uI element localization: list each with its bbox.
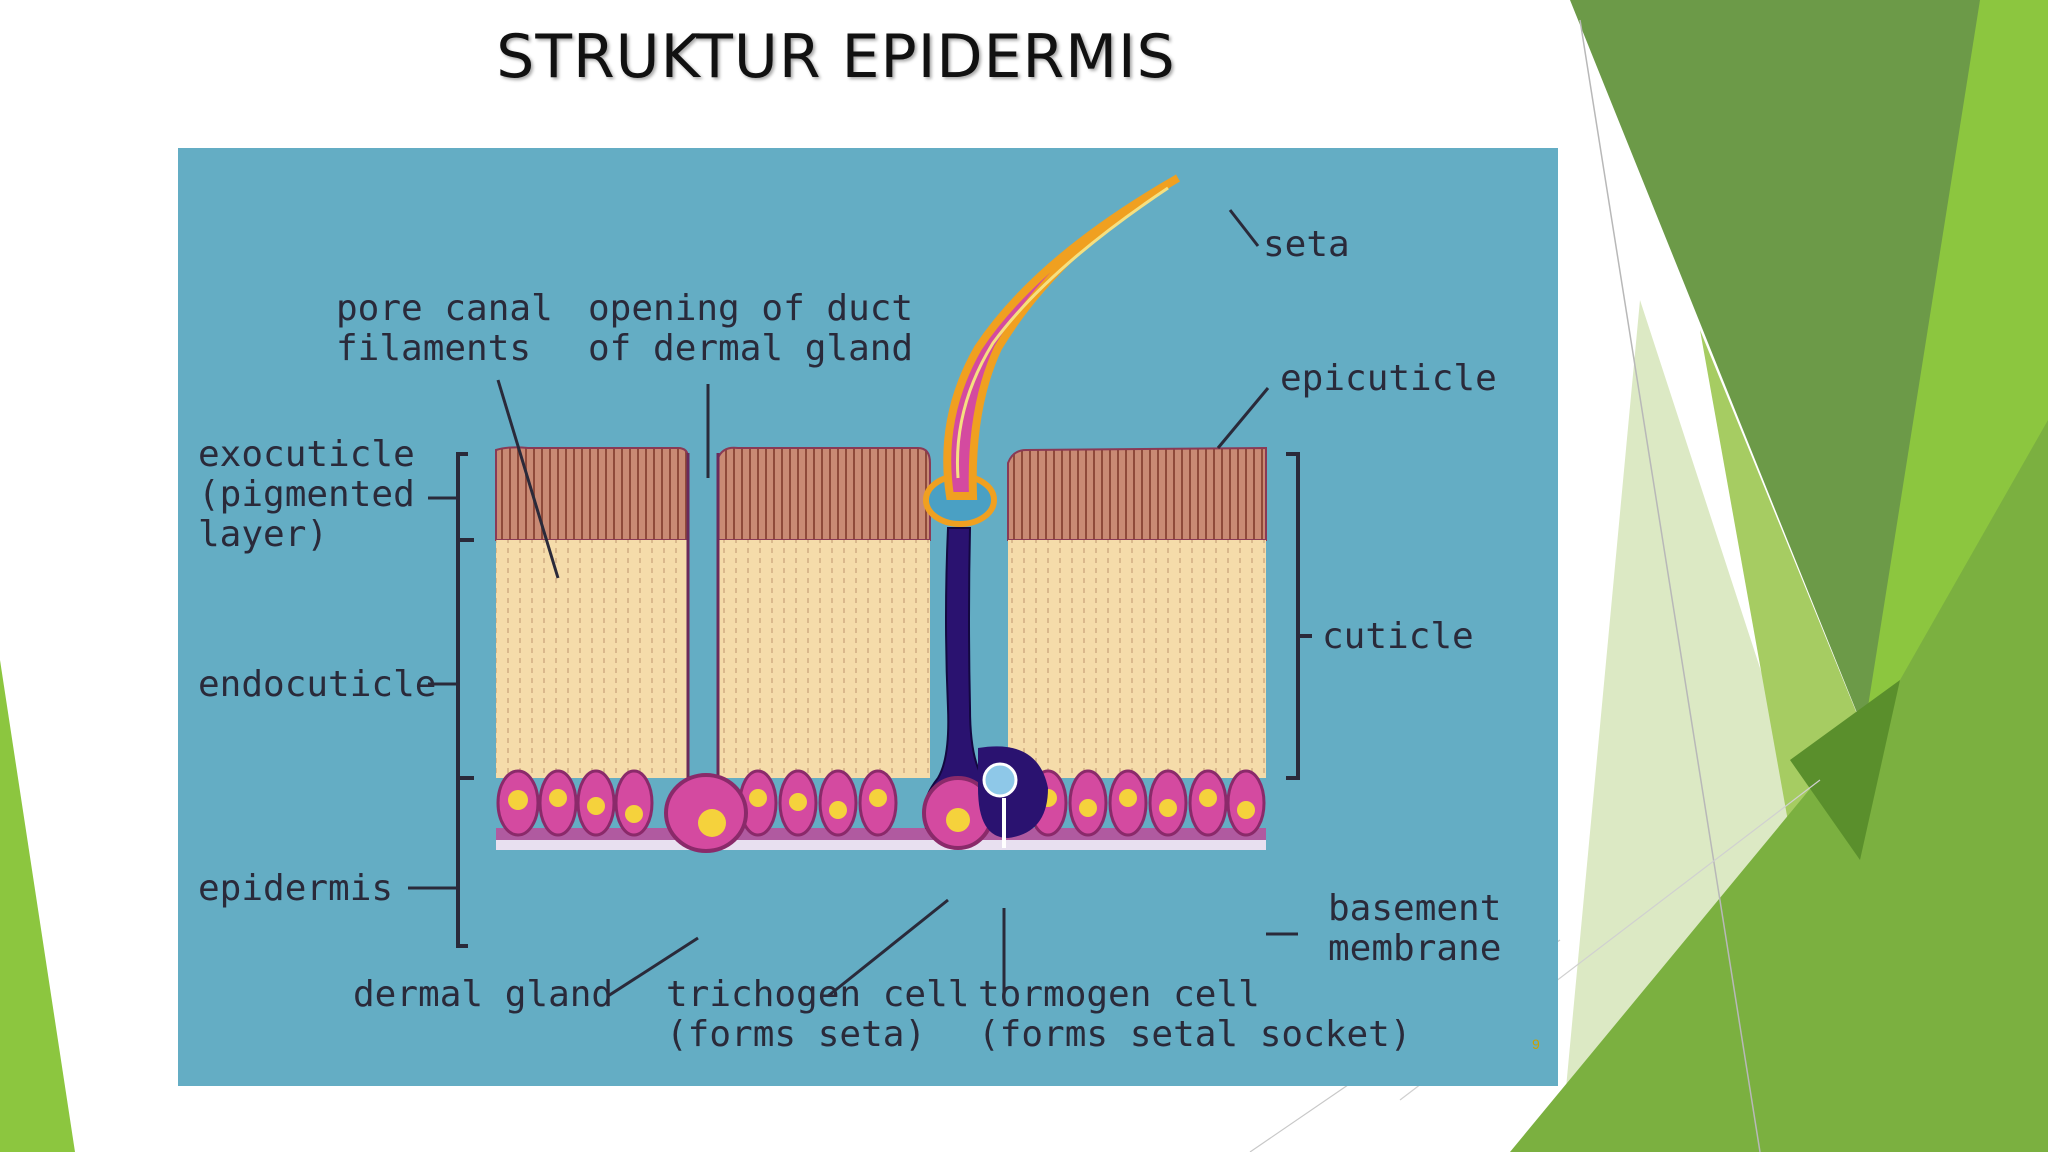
label-basement-1: basement [1328, 888, 1501, 929]
endocuticle-layer [496, 540, 688, 778]
exocuticle-layer-right [1007, 446, 1267, 541]
label-exocuticle-1: exocuticle [198, 434, 415, 475]
diagram-illustration: seta pore canal filaments opening of duc… [198, 174, 1501, 1055]
epidermal-cells [496, 769, 1266, 837]
label-pore-canal-1: pore canal [336, 288, 553, 329]
label-exocuticle-2: (pigmented [198, 474, 415, 515]
label-trichogen-2: (forms seta) [666, 1014, 926, 1055]
label-epicuticle: epicuticle [1280, 358, 1497, 399]
label-opening-2: of dermal gland [588, 328, 913, 369]
dermal-gland-nucleus [698, 809, 726, 837]
cuticle-bracket [1286, 452, 1312, 780]
label-tormogen-2: (forms setal socket) [978, 1014, 1411, 1055]
label-trichogen-1: trichogen cell [666, 974, 969, 1015]
endocuticle-layer-mid [718, 540, 930, 778]
green-left-shard [0, 660, 75, 1152]
slide-number: 9 [1532, 1036, 1540, 1052]
label-exocuticle-3: layer) [198, 514, 328, 555]
label-pore-canal-2: filaments [336, 328, 531, 369]
label-epidermis: epidermis [198, 868, 393, 909]
label-opening-1: opening of duct [588, 288, 913, 329]
label-basement-2: membrane [1328, 928, 1501, 969]
green-dark-shard [1510, 420, 2048, 1152]
green-deep-shard [1790, 680, 1900, 860]
epidermis-diagram: seta pore canal filaments opening of duc… [178, 148, 1558, 1086]
slide-title: STRUKTUR EPIDERMIS [496, 22, 1176, 92]
exocuticle-layer [495, 446, 689, 541]
basement-membrane [496, 840, 1266, 850]
dermal-duct-lumen [690, 453, 716, 793]
exocuticle-layer-mid [717, 446, 931, 541]
label-seta: seta [1263, 224, 1350, 265]
tormogen-nucleus [982, 762, 1018, 798]
label-cuticle: cuticle [1322, 616, 1474, 657]
endocuticle-layer-right [1008, 540, 1266, 778]
label-tormogen-1: tormogen cell [978, 974, 1260, 1015]
leader-lines [408, 209, 1298, 1000]
label-dermal-gland: dermal gland [353, 974, 613, 1015]
left-bracket [456, 452, 474, 948]
seta [943, 174, 1181, 500]
label-endocuticle: endocuticle [198, 664, 436, 705]
